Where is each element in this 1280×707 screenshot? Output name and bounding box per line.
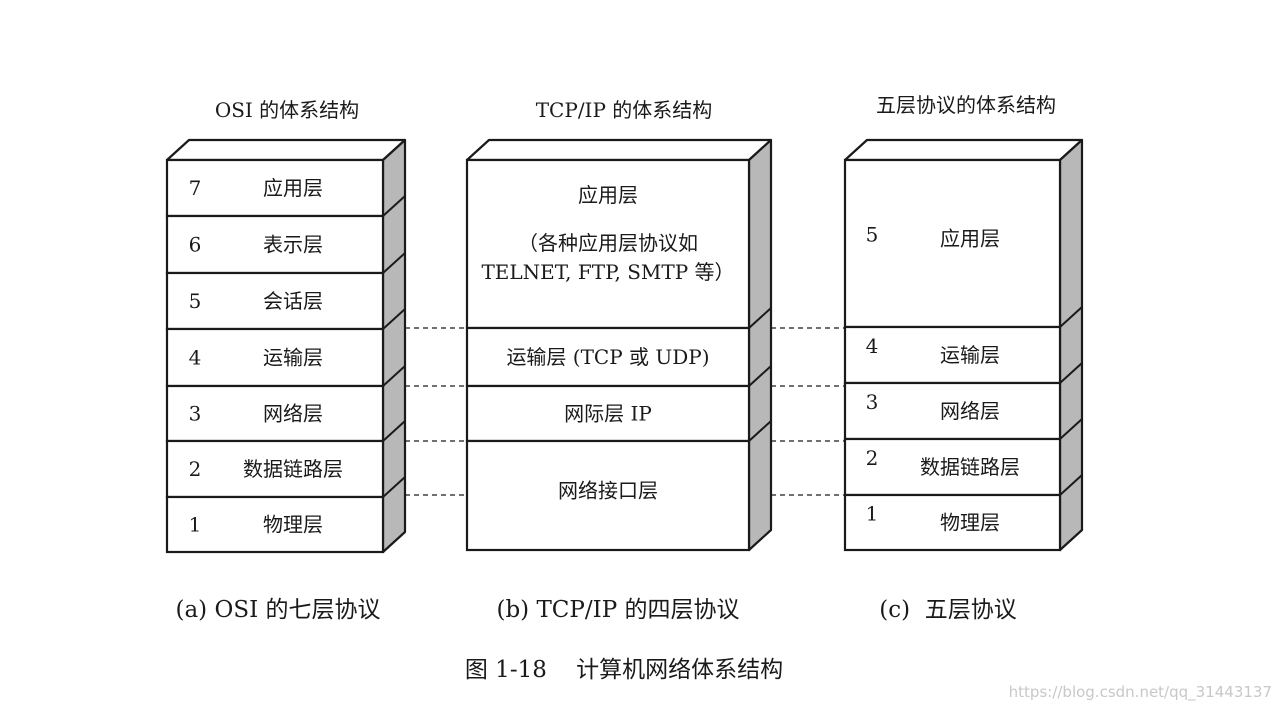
layer-number: 2: [866, 446, 879, 470]
osi-stack: 7 应用层 6 表示层 5 会话层 4 运输层 3 网络层 2 数据链路层 1 物理层: [165, 138, 407, 554]
five-side-edge: [1059, 418, 1083, 440]
osi-side-face: [381, 138, 407, 554]
osi-layer-4: 3 网络层: [165, 384, 385, 443]
osi-layer-0: 7 应用层: [165, 158, 385, 218]
tcpip-layer-2: 网际层 IP: [465, 384, 751, 443]
tcpip-side-edge: [748, 307, 772, 329]
layer-number: 5: [866, 223, 879, 247]
osi-side-edge: [382, 365, 406, 387]
osi-header: OSI 的体系结构: [215, 98, 359, 122]
five-side-edge: [1059, 362, 1083, 384]
tcpip-layer-3: 网络接口层: [465, 439, 751, 552]
protocol-stacks: 7 应用层 6 表示层 5 会话层 4 运输层 3 网络层 2 数据链路层 1 物理层 应用层 （各种应用层协…: [165, 138, 1084, 554]
layer-box: [843, 493, 1062, 552]
layer-box: [843, 381, 1062, 441]
layer-number: 4: [866, 334, 879, 358]
five-layer-1: 4 运输层: [843, 325, 1062, 385]
layer-label: 运输层: [940, 343, 1000, 367]
layer-label: 应用层: [263, 176, 323, 200]
layer-number: 7: [189, 176, 202, 200]
five-layer-3: 2 数据链路层: [843, 437, 1062, 497]
osi-layer-1: 6 表示层: [165, 214, 385, 275]
osi-side-edge: [382, 195, 406, 217]
osi-layer-2: 5 会话层: [165, 271, 385, 331]
layer-box: [165, 214, 385, 275]
layer-box: [165, 271, 385, 331]
osi-side-edge: [382, 420, 406, 442]
five-layer-4: 1 物理层: [843, 493, 1062, 552]
layer-label: 数据链路层: [920, 455, 1020, 479]
osi-side-edge: [382, 308, 406, 330]
tcpip-header: TCP/IP 的体系结构: [536, 98, 713, 122]
layer-box: [465, 326, 751, 388]
layer-box: [843, 437, 1062, 497]
layer-correspondence-lines: [405, 327, 845, 496]
layer-number: 3: [189, 402, 202, 426]
tcpip-layer-1: 运输层 (TCP 或 UDP): [465, 326, 751, 388]
five-top-face: [843, 138, 1084, 162]
five-side-face: [1058, 138, 1084, 552]
five-layer-2: 3 网络层: [843, 381, 1062, 441]
layer-sublabel: （各种应用层协议如: [518, 231, 698, 255]
layer-box: [465, 158, 751, 330]
layer-label: 网络接口层: [558, 479, 658, 503]
tcpip-layer-0: 应用层 （各种应用层协议如 TELNET, FTP, SMTP 等）: [465, 158, 751, 330]
figure-title: 图 1-18 计算机网络体系结构: [465, 657, 783, 683]
tcpip-top-face: [465, 138, 773, 162]
layer-label: 运输层 (TCP 或 UDP): [506, 345, 709, 369]
layer-number: 1: [189, 513, 202, 537]
osi-caption: (a) OSI 的七层协议: [176, 597, 381, 623]
five-stack: 5 应用层 4 运输层 3 网络层 2 数据链路层 1 物理层: [843, 138, 1084, 552]
layer-sublabel: TELNET, FTP, SMTP 等）: [481, 260, 734, 284]
layer-box: [165, 495, 385, 554]
layer-label: 应用层: [940, 227, 1000, 251]
osi-layer-3: 4 运输层: [165, 327, 385, 388]
five-layer-header: 五层协议的体系结构: [876, 93, 1056, 117]
five-layer-0: 5 应用层: [843, 158, 1062, 329]
layer-label: 网际层 IP: [564, 402, 652, 426]
osi-layer-5: 2 数据链路层: [165, 439, 385, 499]
layer-box: [165, 384, 385, 443]
osi-layer-6: 1 物理层: [165, 495, 385, 554]
layer-number: 2: [189, 457, 202, 481]
five-side-edge: [1059, 306, 1083, 328]
layer-number: 4: [189, 346, 202, 370]
layer-box: [165, 327, 385, 388]
tcpip-side-face: [747, 138, 773, 552]
five-layer-caption: (c) 五层协议: [879, 597, 1016, 623]
layer-label: 物理层: [940, 511, 1000, 535]
layer-label: 会话层: [263, 289, 323, 313]
osi-top-face: [165, 138, 407, 162]
layer-box: [465, 439, 751, 552]
layer-label: 运输层: [263, 346, 323, 370]
layer-box: [165, 439, 385, 499]
osi-side-edge: [382, 476, 406, 498]
tcpip-side-edge: [748, 420, 772, 442]
layer-number: 1: [866, 502, 879, 526]
layer-number: 3: [866, 390, 879, 414]
tcpip-stack: 应用层 （各种应用层协议如 TELNET, FTP, SMTP 等） 运输层 (TCP…: [465, 138, 773, 552]
five-side-edge: [1059, 474, 1083, 496]
tcpip-caption: (b) TCP/IP 的四层协议: [496, 597, 739, 623]
layer-label: 物理层: [263, 513, 323, 537]
watermark: https://blog.csdn.net/qq_31443137: [1009, 683, 1272, 702]
layer-label: 应用层: [578, 183, 638, 207]
tcpip-side-edge: [748, 365, 772, 387]
osi-side-edge: [382, 252, 406, 274]
layer-number: 6: [189, 233, 202, 257]
layer-label: 网络层: [940, 399, 1000, 423]
layer-number: 5: [189, 289, 202, 313]
layer-label: 数据链路层: [243, 457, 343, 481]
layer-box: [165, 158, 385, 218]
layer-label: 网络层: [263, 402, 323, 426]
layer-label: 表示层: [263, 233, 323, 257]
